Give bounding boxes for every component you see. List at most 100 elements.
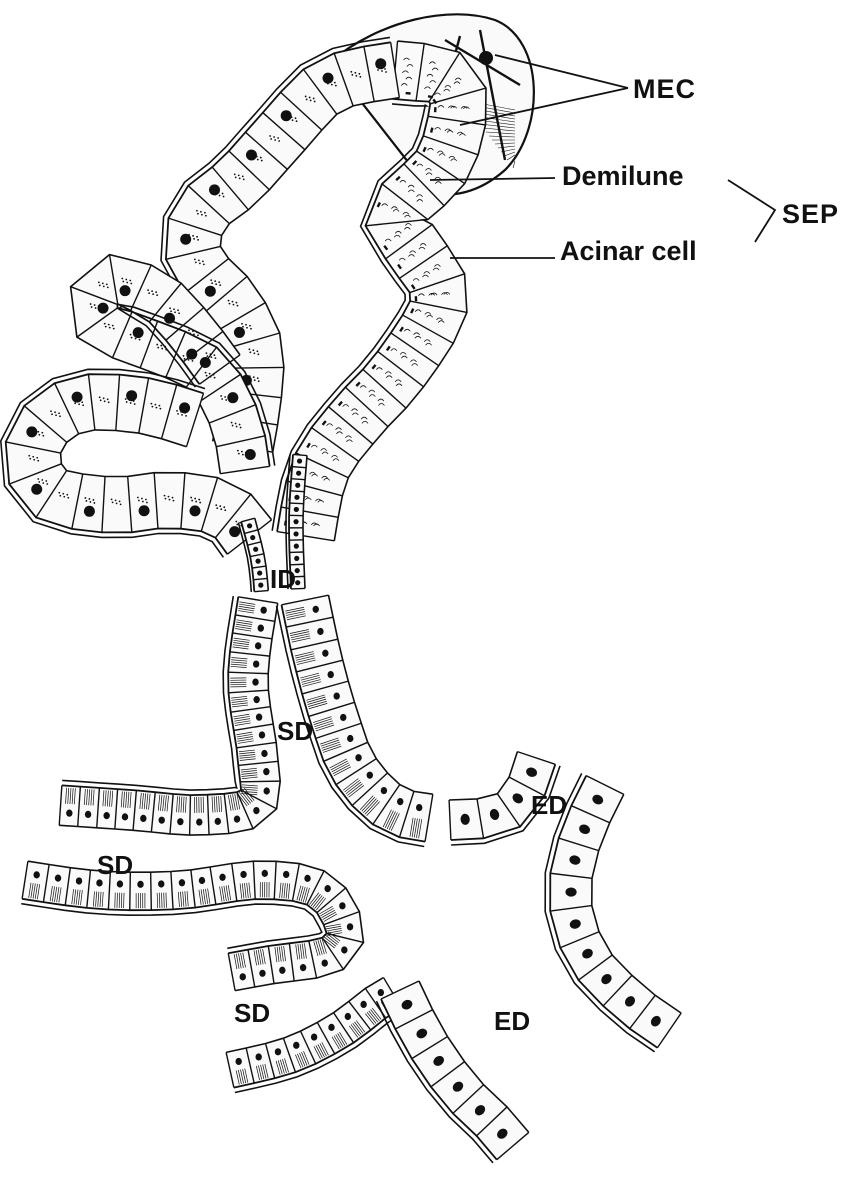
striated-duct-middle-nucleus	[304, 875, 310, 882]
striated-duct-lower-nucleus	[311, 1033, 317, 1040]
acinus-middle-lobe-granule	[91, 306, 93, 308]
acinus-lower-lobe-granule	[112, 502, 114, 504]
acinus-middle-lobe-granule	[125, 279, 127, 281]
acinus-left-lobe-top-granule	[314, 101, 316, 103]
acinus-middle-lobe-granule	[105, 326, 107, 328]
intercalated-duct-left-nucleus	[253, 547, 258, 552]
striated-duct-upper-right-nucleus	[317, 628, 323, 635]
acinus-middle-lobe-granule	[177, 309, 179, 311]
acinus-left-lobe-top-granule	[234, 174, 236, 176]
leader-sep-bracket	[728, 180, 775, 242]
acinus-middle-lobe-nucleus	[186, 349, 197, 360]
striated-duct-upper-left-nucleus	[253, 660, 259, 667]
acinus-middle-lobe-granule	[139, 339, 141, 341]
acinus-left-lobe-top-granule	[205, 215, 207, 217]
myoepithelial-nucleus	[479, 51, 493, 65]
acinus-middle-lobe-nucleus	[120, 285, 131, 296]
acinus-lower-lobe-granule	[100, 399, 102, 401]
acinus-left-lobe-top-granule	[195, 261, 197, 263]
acinus-lower-lobe-granule	[154, 404, 156, 406]
striated-duct-middle-nucleus	[76, 877, 82, 884]
acinus-left-lobe-top-granule	[198, 259, 200, 261]
acinus-lower-lobe-granule	[41, 479, 43, 481]
acinus-lower-lobe-granule	[224, 509, 226, 511]
acinus-middle-lobe-granule	[210, 376, 212, 378]
acinus-middle-lobe-granule	[161, 348, 163, 350]
acinus-lower-lobe-granule	[172, 497, 174, 499]
acinus-left-lobe-top-granule	[335, 85, 337, 87]
acinus-middle-lobe-granule	[102, 283, 104, 285]
acinus-left-lobe-top-granule	[254, 379, 256, 381]
acinus-middle-lobe-granule	[126, 282, 128, 284]
acinus-left-lobe-top-granule	[204, 212, 206, 214]
acinus-left-lobe-top-granule	[295, 117, 297, 119]
striated-duct-middle-nucleus	[324, 885, 330, 892]
acinus-middle-lobe-granule	[192, 330, 194, 332]
acinus-lower-lobe-granule	[194, 498, 196, 500]
acinus-middle-lobe-granule	[183, 355, 185, 357]
acinus-left-lobe-top-granule	[241, 323, 243, 325]
label-striated-duct-upper: SD	[277, 718, 313, 744]
acinus-lower-lobe-granule	[142, 501, 144, 503]
excretory-duct-right-cytoplasm	[550, 776, 681, 1048]
acinus-lower-lobe-granule	[198, 499, 200, 501]
acinus-middle-lobe-granule	[121, 278, 123, 280]
striated-duct-middle-nucleus	[259, 970, 265, 977]
striated-duct-upper-left-cell-wall	[190, 795, 191, 835]
acinus-lower-lobe-granule	[177, 413, 179, 415]
intercalated-duct-left-nucleus	[258, 583, 263, 588]
acinus-left-lobe-top-nucleus	[281, 110, 292, 121]
acinus-left-lobe-top-granule	[260, 157, 262, 159]
acinus-lower-lobe-granule	[37, 460, 39, 462]
striated-duct-upper-left-nucleus	[85, 811, 91, 818]
acinus-lower-lobe-granule	[137, 497, 139, 499]
acinus-left-lobe-top-granule	[235, 177, 237, 179]
acinus-middle-lobe-granule	[236, 426, 238, 428]
acinus-middle-lobe-granule	[184, 358, 186, 360]
acinus-middle-lobe-granule	[232, 425, 234, 427]
striated-duct-upper-left-nucleus	[261, 750, 267, 757]
acinus-lower-lobe-granule	[84, 497, 86, 499]
acinus-middle-lobe-granule	[242, 454, 244, 456]
striated-duct-upper-left-cell-wall	[240, 781, 280, 782]
acinus-right-wall-nucleus	[431, 128, 432, 133]
acinus-left-lobe-top-granule	[248, 348, 250, 350]
acinus-left-lobe-top-nucleus	[246, 150, 257, 161]
acinus-lower-lobe-granule	[36, 457, 38, 459]
acinus-lower-lobe-granule	[59, 495, 61, 497]
acinus-middle-lobe-granule	[156, 344, 158, 346]
label-demilune: Demilune	[562, 163, 684, 190]
acinus-lower-lobe-granule	[111, 499, 113, 501]
acinus-lower-lobe-nucleus	[190, 505, 201, 516]
acinus-middle-lobe-granule	[192, 360, 194, 362]
acinus-left-lobe-top-granule	[355, 75, 357, 77]
acinus-middle-lobe-nucleus	[98, 303, 109, 314]
acinus-lower-lobe-granule	[89, 501, 91, 503]
acinus-middle-lobe-granule	[169, 307, 171, 309]
acinus-left-lobe-top-granule	[306, 99, 308, 101]
acinus-left-lobe-top-granule	[310, 100, 312, 102]
acinus-left-lobe-top-granule	[385, 71, 387, 73]
intercalated-duct-right-nucleus	[293, 531, 298, 536]
label-striated-duct-left: SD	[97, 852, 133, 878]
acinus-left-lobe-top-granule	[222, 193, 224, 195]
acinus-left-lobe-top-granule	[236, 302, 238, 304]
acinus-middle-lobe-nucleus	[227, 392, 238, 403]
acinus-left-lobe-top-granule	[384, 68, 386, 70]
acinus-lower-lobe-granule	[51, 413, 53, 415]
label-sep: SEP	[782, 201, 839, 228]
acinus-middle-lobe-granule	[109, 327, 111, 329]
acinus-left-lobe-top-granule	[354, 72, 356, 74]
acinus-middle-lobe-nucleus	[200, 357, 211, 368]
acinus-lower-lobe-granule	[46, 483, 48, 485]
striated-duct-upper-left-nucleus	[252, 678, 258, 685]
striated-duct-lower-nucleus	[293, 1042, 299, 1049]
acinus-lower-lobe-granule	[54, 411, 56, 413]
acinus-middle-lobe-granule	[90, 303, 92, 305]
acinus-middle-lobe-granule	[113, 328, 115, 330]
striated-duct-upper-left-nucleus	[140, 815, 146, 822]
acinus-lower-lobe-granule	[29, 458, 31, 460]
acinus-middle-lobe-granule	[196, 331, 198, 333]
acinus-middle-lobe-granule	[173, 308, 175, 310]
acinus-lower-lobe-granule	[219, 505, 221, 507]
